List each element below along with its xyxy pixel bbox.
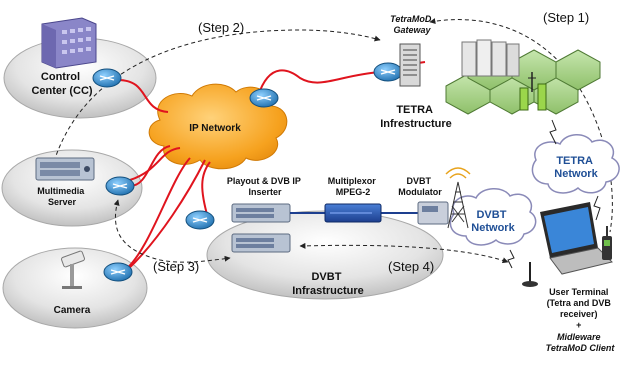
wireless-signal-icons bbox=[507, 119, 601, 269]
user-terminal-label-line5: Midleware bbox=[557, 332, 601, 342]
router-gateway-icon bbox=[373, 62, 403, 82]
router-dvbt-icon bbox=[185, 210, 215, 230]
multiplexor-label-line2: MPEG-2 bbox=[336, 187, 371, 197]
camera-label: Camera bbox=[54, 305, 91, 316]
tetramod-gateway-label-line1: TetraMoD bbox=[390, 14, 432, 24]
dvbt-transmitter-tower-icon bbox=[445, 167, 471, 229]
tetra-network-label-line1: TETRA bbox=[556, 155, 593, 167]
step-1-label: (Step 1) bbox=[543, 10, 589, 25]
step-2-label: (Step 2) bbox=[198, 20, 244, 35]
dvbt-infrastructure-label: DVBT Infrastructure bbox=[292, 271, 364, 297]
tetra-network-label-line2: Network bbox=[554, 168, 598, 180]
dvbt-network-label-line1: DVBT bbox=[476, 209, 506, 221]
playout-inserter-servers-icon bbox=[231, 203, 291, 253]
user-terminal-label-line2: (Tetra and DVB bbox=[547, 298, 612, 308]
dvbt-modulator-device-icon bbox=[417, 201, 449, 225]
playout-inserter-label-line1: Playout & DVB IP bbox=[227, 176, 301, 186]
tetra-infrastructure-label-line2: Infrestructure bbox=[380, 118, 452, 130]
router-ip-network-icon bbox=[249, 88, 279, 108]
control-center-building-icon bbox=[41, 17, 97, 69]
dvbt-network-cloud: DVBT Network bbox=[449, 188, 537, 246]
tetra-infrastructure-label: TETRA Infrestructure bbox=[380, 104, 452, 130]
multiplexor-label-line1: Multiplexor bbox=[328, 176, 376, 186]
multiplexor-label: Multiplexor MPEG-2 bbox=[328, 176, 379, 197]
ip-network-label: IP Network bbox=[189, 123, 241, 134]
multimedia-server-label-line2: Server bbox=[48, 197, 77, 207]
dvbt-infrastructure-label-line1: DVBT bbox=[311, 271, 341, 283]
dvbt-network-label: DVBT Network bbox=[471, 209, 515, 234]
user-terminal-label-line3: receiver) bbox=[560, 309, 598, 319]
tetra-network-label: TETRA Network bbox=[554, 155, 598, 180]
step-arrows bbox=[51, 18, 613, 264]
multimedia-server-label-line1: Multimedia bbox=[37, 186, 85, 196]
multiplexor-device-icon bbox=[324, 203, 382, 223]
control-center-label-line1: Control bbox=[41, 71, 80, 83]
tetra-network-cloud: TETRA Network bbox=[531, 134, 620, 194]
tetramod-gateway-server-icon bbox=[399, 43, 421, 87]
multimedia-server-icon bbox=[35, 157, 95, 181]
tetramod-gateway-label: TetraMoD Gateway bbox=[390, 14, 434, 35]
router-camera-icon bbox=[103, 262, 133, 282]
dvbt-modulator-label-line2: Modulator bbox=[398, 187, 442, 197]
tetra-infrastructure-label-line1: TETRA bbox=[396, 104, 433, 116]
step-4-label: (Step 4) bbox=[388, 259, 434, 274]
user-terminal-label-line4: + bbox=[576, 320, 581, 330]
dvbt-modulator-label: DVBT Modulator bbox=[398, 176, 442, 197]
control-center-label: Control Center (CC) bbox=[31, 71, 92, 97]
user-terminal-label: User Terminal (Tetra and DVB receiver) +… bbox=[546, 287, 616, 353]
playout-inserter-label: Playout & DVB IP Inserter bbox=[227, 176, 303, 197]
playout-inserter-label-line2: Inserter bbox=[248, 187, 282, 197]
user-terminal-laptop-icon bbox=[540, 202, 613, 275]
tetra-base-station-icon bbox=[519, 72, 547, 111]
tetra-switch-cabinets-icon bbox=[461, 39, 520, 77]
user-terminal-label-line1: User Terminal bbox=[549, 287, 608, 297]
user-terminal-dvb-antenna-icon bbox=[522, 262, 538, 287]
user-terminal-label-line6: TetraMoD Client bbox=[546, 343, 616, 353]
ip-network-cloud: IP Network bbox=[148, 83, 288, 170]
control-center-label-line2: Center (CC) bbox=[31, 85, 92, 97]
user-terminal-tetra-phone-icon bbox=[602, 226, 612, 260]
router-multimedia-icon bbox=[105, 176, 135, 196]
dvbt-network-label-line2: Network bbox=[471, 222, 515, 234]
step-3-label: (Step 3) bbox=[153, 259, 199, 274]
camera-icon bbox=[61, 250, 85, 289]
router-control-center-icon bbox=[92, 68, 122, 88]
dvbt-modulator-label-line1: DVBT bbox=[406, 176, 431, 186]
tetramod-gateway-label-line2: Gateway bbox=[393, 25, 431, 35]
multimedia-server-label: Multimedia Server bbox=[37, 186, 87, 207]
dvbt-infrastructure-label-line2: Infrastructure bbox=[292, 285, 364, 297]
